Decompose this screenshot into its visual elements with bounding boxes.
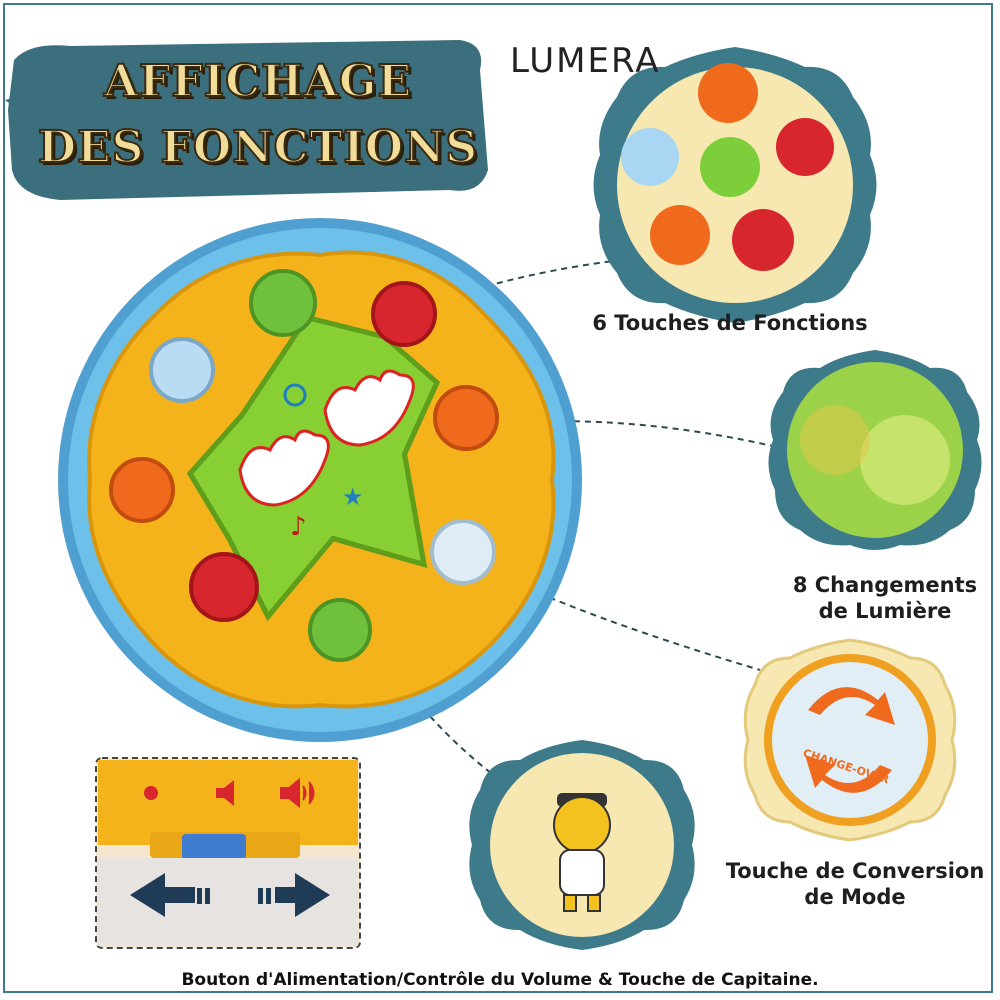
caption-lights-line-2: de Lumière xyxy=(818,599,952,623)
badge-lights xyxy=(768,350,982,550)
caption-mode: Touche de Conversion de Mode xyxy=(710,858,1000,910)
badge-captain xyxy=(469,740,695,950)
badge-mode-button xyxy=(743,638,957,842)
volume-low-icon xyxy=(216,780,234,806)
title-banner: AFFICHAGE DES FONCTIONS xyxy=(8,38,490,198)
inset-power-volume xyxy=(95,757,361,949)
image-frame xyxy=(3,3,993,993)
volume-slider-handle xyxy=(182,834,246,860)
caption-lights: 8 Changements de Lumière xyxy=(770,572,1000,624)
brand-name: LUMERA xyxy=(510,41,661,81)
caption-mode-line-2: de Mode xyxy=(804,885,906,909)
caption-lights-line-1: 8 Changements xyxy=(792,573,978,597)
svg-text:★: ★ xyxy=(342,483,364,511)
badge-function-keys xyxy=(593,47,877,323)
function-buttons xyxy=(109,269,499,662)
power-indicator-icon xyxy=(144,786,158,800)
volume-high-icon xyxy=(280,777,315,809)
banner-line-2: DES FONCTIONS xyxy=(37,121,479,174)
caption-mode-line-1: Touche de Conversion xyxy=(725,859,985,883)
rewind-icon xyxy=(130,873,195,917)
footer-caption: Bouton d'Alimentation/Contrôle du Volume… xyxy=(181,970,819,990)
caption-function-keys: 6 Touches de Fonctions xyxy=(592,311,868,335)
banner-background xyxy=(8,40,488,200)
banner-line-1: AFFICHAGE xyxy=(103,55,413,108)
svg-text:♪: ♪ xyxy=(290,512,307,542)
forward-icon xyxy=(275,873,330,917)
brand-logo: LUMERA xyxy=(470,35,658,95)
